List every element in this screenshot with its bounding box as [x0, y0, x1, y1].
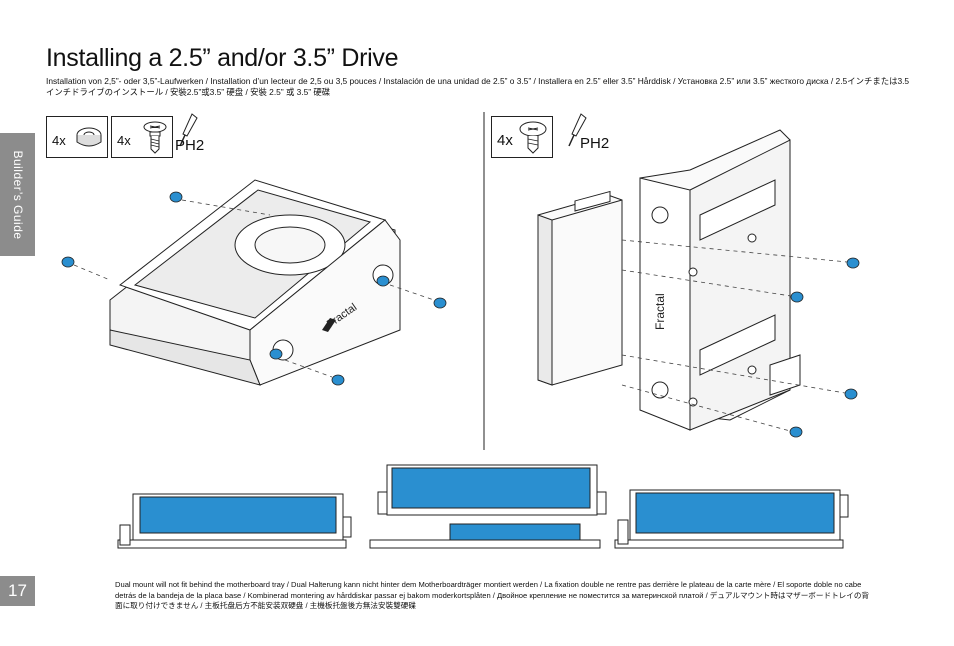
screw-guide-lines-left: [73, 199, 435, 378]
fractal-logo-mark-left: [322, 318, 336, 332]
screwdriver-icon-right: [568, 113, 587, 147]
screw-guide-lines-right: [621, 239, 848, 432]
screw-icon-right: [519, 121, 547, 154]
side-view-1: [117, 493, 352, 549]
screw-quantity-right: 4x: [497, 132, 513, 149]
screw-icon: [143, 121, 167, 154]
screw-quantity: 4x: [117, 133, 131, 148]
page-title: Installing a 2.5” and/or 3.5” Drive: [46, 44, 399, 72]
mounting-screws-left: [61, 191, 447, 386]
page-number: 17: [0, 576, 35, 606]
side-view-3: [614, 489, 849, 549]
tool-label-right: PH2: [580, 135, 610, 152]
grommet-quantity: 4x: [52, 133, 66, 148]
screwdriver-icon: [179, 113, 198, 147]
tool-label-left: PH2: [175, 137, 205, 154]
builders-guide-tab: Builder’s Guide: [0, 133, 35, 256]
page-subtitle: Installation von 2,5”- oder 3,5”-Laufwer…: [46, 76, 910, 97]
parts-box-screws-right: 4x: [491, 116, 553, 158]
fractal-logo-right: Fractal: [653, 293, 667, 330]
hdd-35-assembly: [109, 179, 401, 386]
side-view-2: [369, 464, 607, 549]
ssd-25-drive: [537, 190, 623, 386]
parts-box-grommets: 4x: [46, 116, 108, 158]
dual-mount-bracket: [639, 129, 801, 431]
grommet-icon: [76, 127, 102, 147]
mounting-screws-right: [789, 257, 860, 438]
parts-box-screws: 4x: [111, 116, 173, 158]
footer-note: Dual mount will not fit behind the mothe…: [115, 580, 870, 610]
